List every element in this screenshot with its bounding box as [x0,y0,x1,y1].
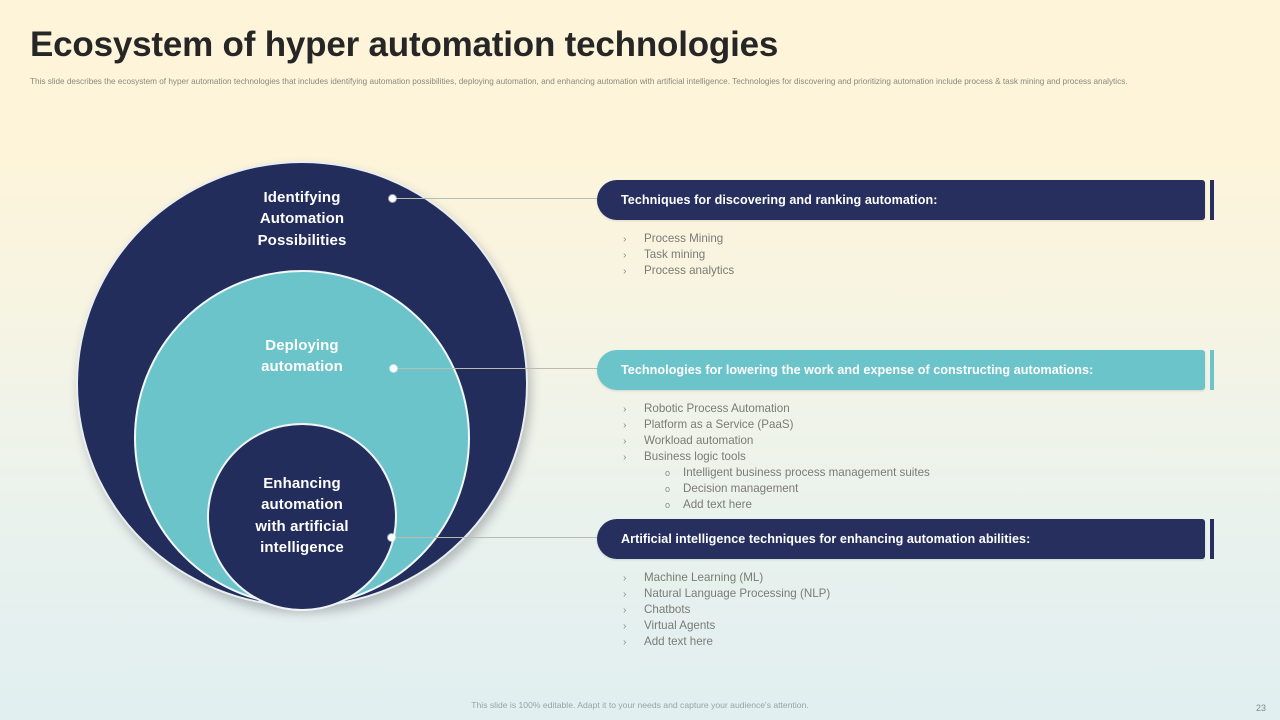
list-item-label: Virtual Agents [644,619,716,632]
slide-description: This slide describes the ecosystem of hy… [30,76,1128,86]
sub-list-item-label: Add text here [683,498,752,511]
chevron-right-icon: › [623,435,627,447]
panel-list-constructing: › Robotic Process Automation › Platform … [597,390,1205,513]
sub-list-item: o Add text here [665,497,1205,513]
sub-list-item-label: Decision management [683,482,799,495]
list-item-label: Task mining [644,248,706,261]
panel-header-ai[interactable]: Artificial intelligence techniques for e… [597,519,1214,559]
list-item: › Chatbots [623,602,1205,618]
panel-ai: Artificial intelligence techniques for e… [597,519,1214,650]
connector-dot-2 [390,365,397,372]
panel-list-discovering: › Process Mining › Task mining › Process… [597,220,1205,279]
page-title: Ecosystem of hyper automation technologi… [30,25,779,64]
connector-line-3 [395,537,598,538]
chevron-right-icon: › [623,265,627,277]
list-item: › Business logic tools o Intelligent bus… [623,449,1205,513]
list-item-label: Process analytics [644,264,735,277]
panel-edge-accent-discovering [1210,180,1214,220]
list-item: › Task mining [623,247,1205,263]
list-item-label: Process Mining [644,232,724,245]
list-item: › Add text here [623,634,1205,650]
chevron-right-icon: › [623,636,627,648]
circle-label-outer: Identifying Automation Possibilities [257,189,347,249]
list-item: › Natural Language Processing (NLP) [623,586,1205,602]
list-item-label: Business logic tools [644,450,746,463]
connector-dot-1 [389,195,396,202]
circle-bullet-icon: o [665,500,671,510]
panel-constructing: Technologies for lowering the work and e… [597,350,1214,513]
connector-line-1 [396,198,598,199]
list-item-label: Chatbots [644,603,691,616]
list-item-label: Add text here [644,635,713,648]
list-item: › Machine Learning (ML) [623,570,1205,586]
footer-note: This slide is 100% editable. Adapt it to… [471,700,809,710]
panel-sublist-business-logic-tools: o Intelligent business process managemen… [644,465,1205,513]
list-item-label: Platform as a Service (PaaS) [644,418,794,431]
connector-line-2 [397,368,598,369]
connector-dot-3 [388,534,395,541]
circle-enhancing-automation-with-ai[interactable]: Enhancing automation with artificial int… [207,423,397,611]
list-item-label: Workload automation [644,434,754,447]
list-item-label: Machine Learning (ML) [644,571,764,584]
panel-edge-accent-constructing [1210,350,1214,390]
panel-title-constructing: Technologies for lowering the work and e… [621,363,1094,377]
chevron-right-icon: › [623,233,627,245]
list-item: › Workload automation [623,433,1205,449]
sub-list-item-label: Intelligent business process management … [683,466,930,479]
panel-edge-accent-ai [1210,519,1214,559]
circle-label-inner: Enhancing automation with artificial int… [255,475,349,556]
slide-header: Ecosystem of hyper automation technologi… [30,25,1230,88]
panel-title-ai: Artificial intelligence techniques for e… [621,532,1031,546]
panel-discovering: Techniques for discovering and ranking a… [597,180,1214,279]
chevron-right-icon: › [623,451,627,463]
chevron-right-icon: › [623,419,627,431]
chevron-right-icon: › [623,604,627,616]
chevron-right-icon: › [623,249,627,261]
list-item-label: Natural Language Processing (NLP) [644,587,831,600]
list-item: › Process analytics [623,263,1205,279]
chevron-right-icon: › [623,588,627,600]
sub-list-item: o Intelligent business process managemen… [665,465,1205,481]
panel-header-discovering[interactable]: Techniques for discovering and ranking a… [597,180,1214,220]
list-item: › Virtual Agents [623,618,1205,634]
concentric-circles-diagram: Identifying Automation Possibilities Dep… [70,155,540,625]
circle-label-middle: Deploying automation [261,337,343,376]
page-number: 23 [1255,703,1266,713]
chevron-right-icon: › [623,572,627,584]
panel-list-ai: › Machine Learning (ML) › Natural Langua… [597,559,1205,650]
chevron-right-icon: › [623,403,627,415]
list-item: › Platform as a Service (PaaS) [623,417,1205,433]
circle-bullet-icon: o [665,468,671,478]
list-item-label: Robotic Process Automation [644,402,790,415]
list-item: › Process Mining [623,231,1205,247]
panel-title-discovering: Techniques for discovering and ranking a… [621,193,938,207]
chevron-right-icon: › [623,620,627,632]
list-item: › Robotic Process Automation [623,401,1205,417]
circle-bullet-icon: o [665,484,671,494]
sub-list-item: o Decision management [665,481,1205,497]
panel-header-constructing[interactable]: Technologies for lowering the work and e… [597,350,1214,390]
